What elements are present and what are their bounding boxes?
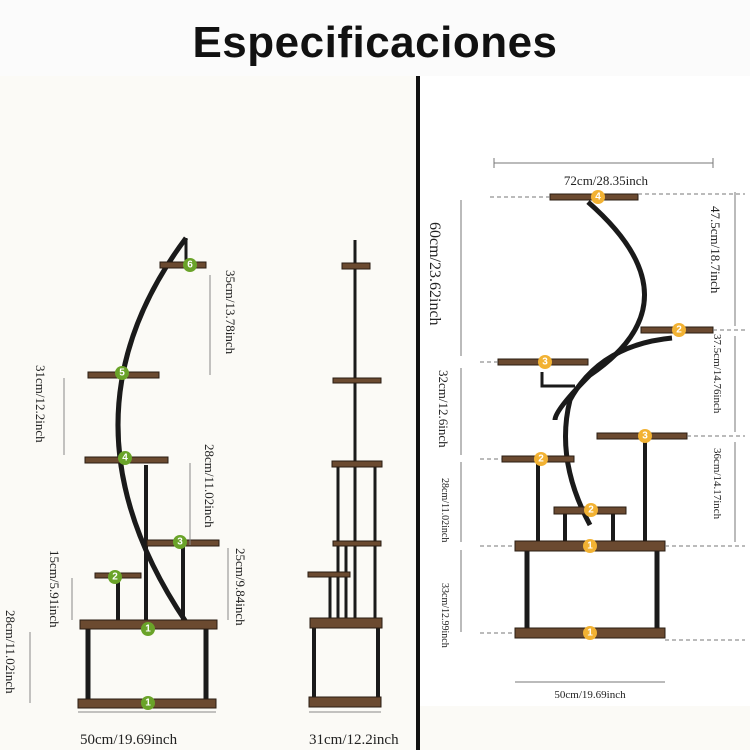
tier-badge — [141, 696, 155, 710]
tier-badge-label: 2 — [112, 572, 118, 583]
tier-badge — [583, 626, 597, 640]
tier-badge — [583, 539, 597, 553]
dim-small-gap: 15cm/5.91inch — [47, 550, 62, 628]
right-arc-upper — [552, 200, 647, 421]
tier-badge-label: 6 — [187, 260, 193, 271]
dim-width: 50cm/19.69inch — [80, 732, 178, 748]
tier-badge-label: 5 — [119, 368, 125, 379]
dim-lower-right: 36cm/14.17inch — [711, 448, 723, 520]
dim-top-gap: 35cm/13.78inch — [223, 270, 238, 355]
dim-upper-left: 60cm/23.62inch — [426, 222, 443, 326]
tier-badge — [118, 451, 132, 465]
dim-total-width: 72cm/28.35inch — [564, 173, 649, 188]
dim-upper-gap: 31cm/12.2inch — [33, 365, 48, 443]
right-stand-drawing: 4 2 3 3 2 2 1 1 — [426, 158, 745, 701]
tier-badge — [534, 452, 548, 466]
tier-badge — [672, 323, 686, 337]
dim-mid-gap: 28cm/11.02inch — [202, 444, 217, 528]
tier-badge — [591, 190, 605, 204]
tier-badge — [183, 258, 197, 272]
tier-badge-label: 1 — [587, 628, 593, 639]
tier-badge — [141, 622, 155, 636]
page-title: Especificaciones — [192, 18, 558, 67]
tier-badge-label: 1 — [145, 624, 151, 635]
tier-badge — [108, 570, 122, 584]
dim-lower-left: 28cm/11.02inch — [439, 478, 450, 542]
tier-badge-label: 4 — [122, 453, 128, 464]
left-dimension-lines — [29, 275, 229, 713]
tier-badge-label: 3 — [177, 537, 183, 548]
right-dimension-lines — [460, 158, 745, 683]
dim-mid-right: 37.5cm/14.76inch — [711, 334, 723, 414]
dim-base-width: 50cm/19.69inch — [554, 689, 626, 701]
side-view-drawing: 31cm/12.2inch — [307, 240, 399, 748]
right-dimension-labels: 72cm/28.35inch 60cm/23.62inch 32cm/12.6i… — [426, 173, 723, 701]
tier-badge-label: 2 — [538, 454, 544, 465]
tier-badge-label: 3 — [642, 431, 648, 442]
title-band — [0, 0, 750, 76]
tier-badge — [173, 535, 187, 549]
dim-upper-right: 47.5cm/18.7inch — [708, 206, 723, 294]
tier-badge-label: 4 — [595, 192, 601, 203]
left-badges: 6 5 4 3 2 1 1 — [108, 258, 197, 710]
left-dimension-labels: 35cm/13.78inch 31cm/12.2inch 28cm/11.02i… — [3, 270, 248, 748]
tier-badge-label: 1 — [145, 698, 151, 709]
tier-badge-label: 2 — [676, 325, 682, 336]
left-arc-frame — [115, 236, 189, 624]
tier-badge-label: 3 — [542, 357, 548, 368]
dim-lower-gap: 25cm/9.84inch — [233, 548, 248, 626]
dim-depth: 31cm/12.2inch — [309, 732, 399, 748]
left-shelves — [77, 261, 220, 709]
right-arc-lower — [563, 335, 673, 527]
dim-base-left: 33cm/12.99inch — [439, 583, 450, 648]
right-panel — [420, 76, 750, 706]
dim-mid-left: 32cm/12.6inch — [436, 370, 451, 448]
tier-badge — [538, 355, 552, 369]
divider — [416, 76, 420, 750]
tier-badge — [584, 503, 598, 517]
tier-badge-label: 2 — [588, 505, 594, 516]
right-badges: 4 2 3 3 2 2 1 1 — [534, 190, 686, 640]
tier-badge — [638, 429, 652, 443]
tier-badge-label: 1 — [587, 541, 593, 552]
tier-badge — [115, 366, 129, 380]
dim-base-gap: 28cm/11.02inch — [3, 610, 18, 694]
